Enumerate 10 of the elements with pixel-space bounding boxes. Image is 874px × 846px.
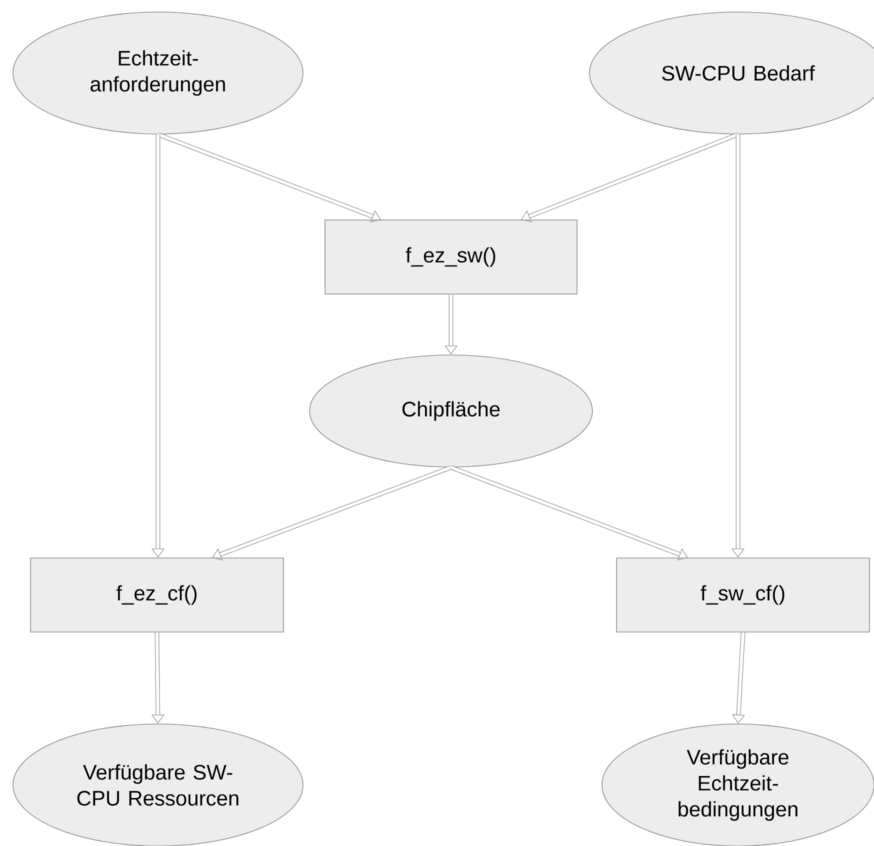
process-box: f_sw_cf(): [616, 558, 870, 632]
ellipse-node: Verfügbare Echtzeit-bedingungen: [602, 724, 874, 846]
process-box: f_ez_cf(): [30, 558, 284, 632]
process-box: f_ez_sw(): [324, 220, 578, 294]
arrow: [521, 132, 739, 222]
ellipse-node: SW-CPU Bedarf: [589, 12, 874, 134]
arrow: [212, 465, 452, 561]
ellipse-node: Echtzeit-anforderungen: [12, 12, 304, 134]
ellipse-node: Verfügbare SW-CPU Ressourcen: [12, 724, 304, 846]
ellipse-node: Chipfläche: [309, 354, 593, 468]
